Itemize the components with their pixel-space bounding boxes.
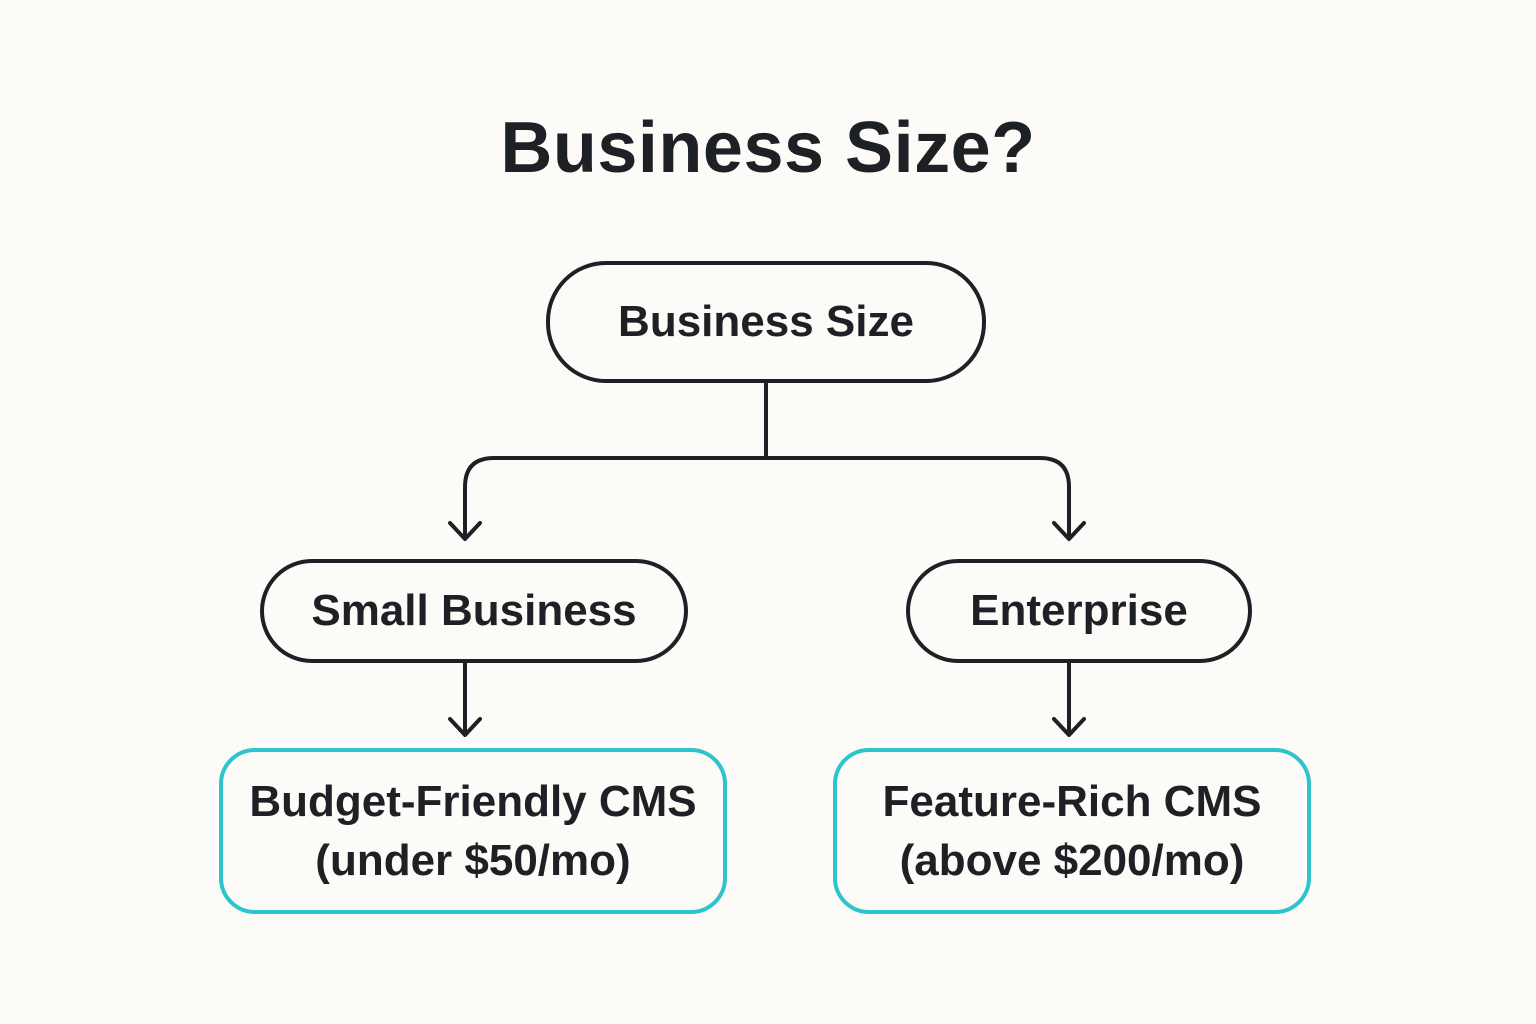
arrowhead-small bbox=[448, 521, 482, 541]
node-budget-friendly-cms-line2: (under $50/mo) bbox=[315, 836, 631, 885]
node-small-business: Small Business bbox=[260, 559, 688, 663]
node-small-business-label: Small Business bbox=[311, 586, 637, 635]
arrowhead-small-outcome bbox=[448, 717, 482, 737]
node-budget-friendly-cms-line1: Budget-Friendly CMS bbox=[249, 776, 697, 826]
arrowhead-enterprise bbox=[1052, 521, 1086, 541]
node-feature-rich-cms-line2: (above $200/mo) bbox=[899, 836, 1245, 885]
edge-root-to-enterprise bbox=[764, 456, 1071, 540]
node-enterprise-label: Enterprise bbox=[970, 586, 1188, 635]
node-feature-rich-cms-line1: Feature-Rich CMS bbox=[882, 776, 1262, 826]
node-business-size-label: Business Size bbox=[618, 297, 914, 346]
diagram-title: Business Size? bbox=[500, 108, 1036, 188]
arrowhead-enterprise-outcome bbox=[1052, 717, 1086, 737]
node-feature-rich-cms: Feature-Rich CMS (above $200/mo) bbox=[833, 748, 1311, 914]
edge-root-to-small bbox=[463, 456, 768, 540]
node-enterprise: Enterprise bbox=[906, 559, 1252, 663]
node-business-size: Business Size bbox=[546, 261, 986, 383]
node-budget-friendly-cms: Budget-Friendly CMS (under $50/mo) bbox=[219, 748, 727, 914]
